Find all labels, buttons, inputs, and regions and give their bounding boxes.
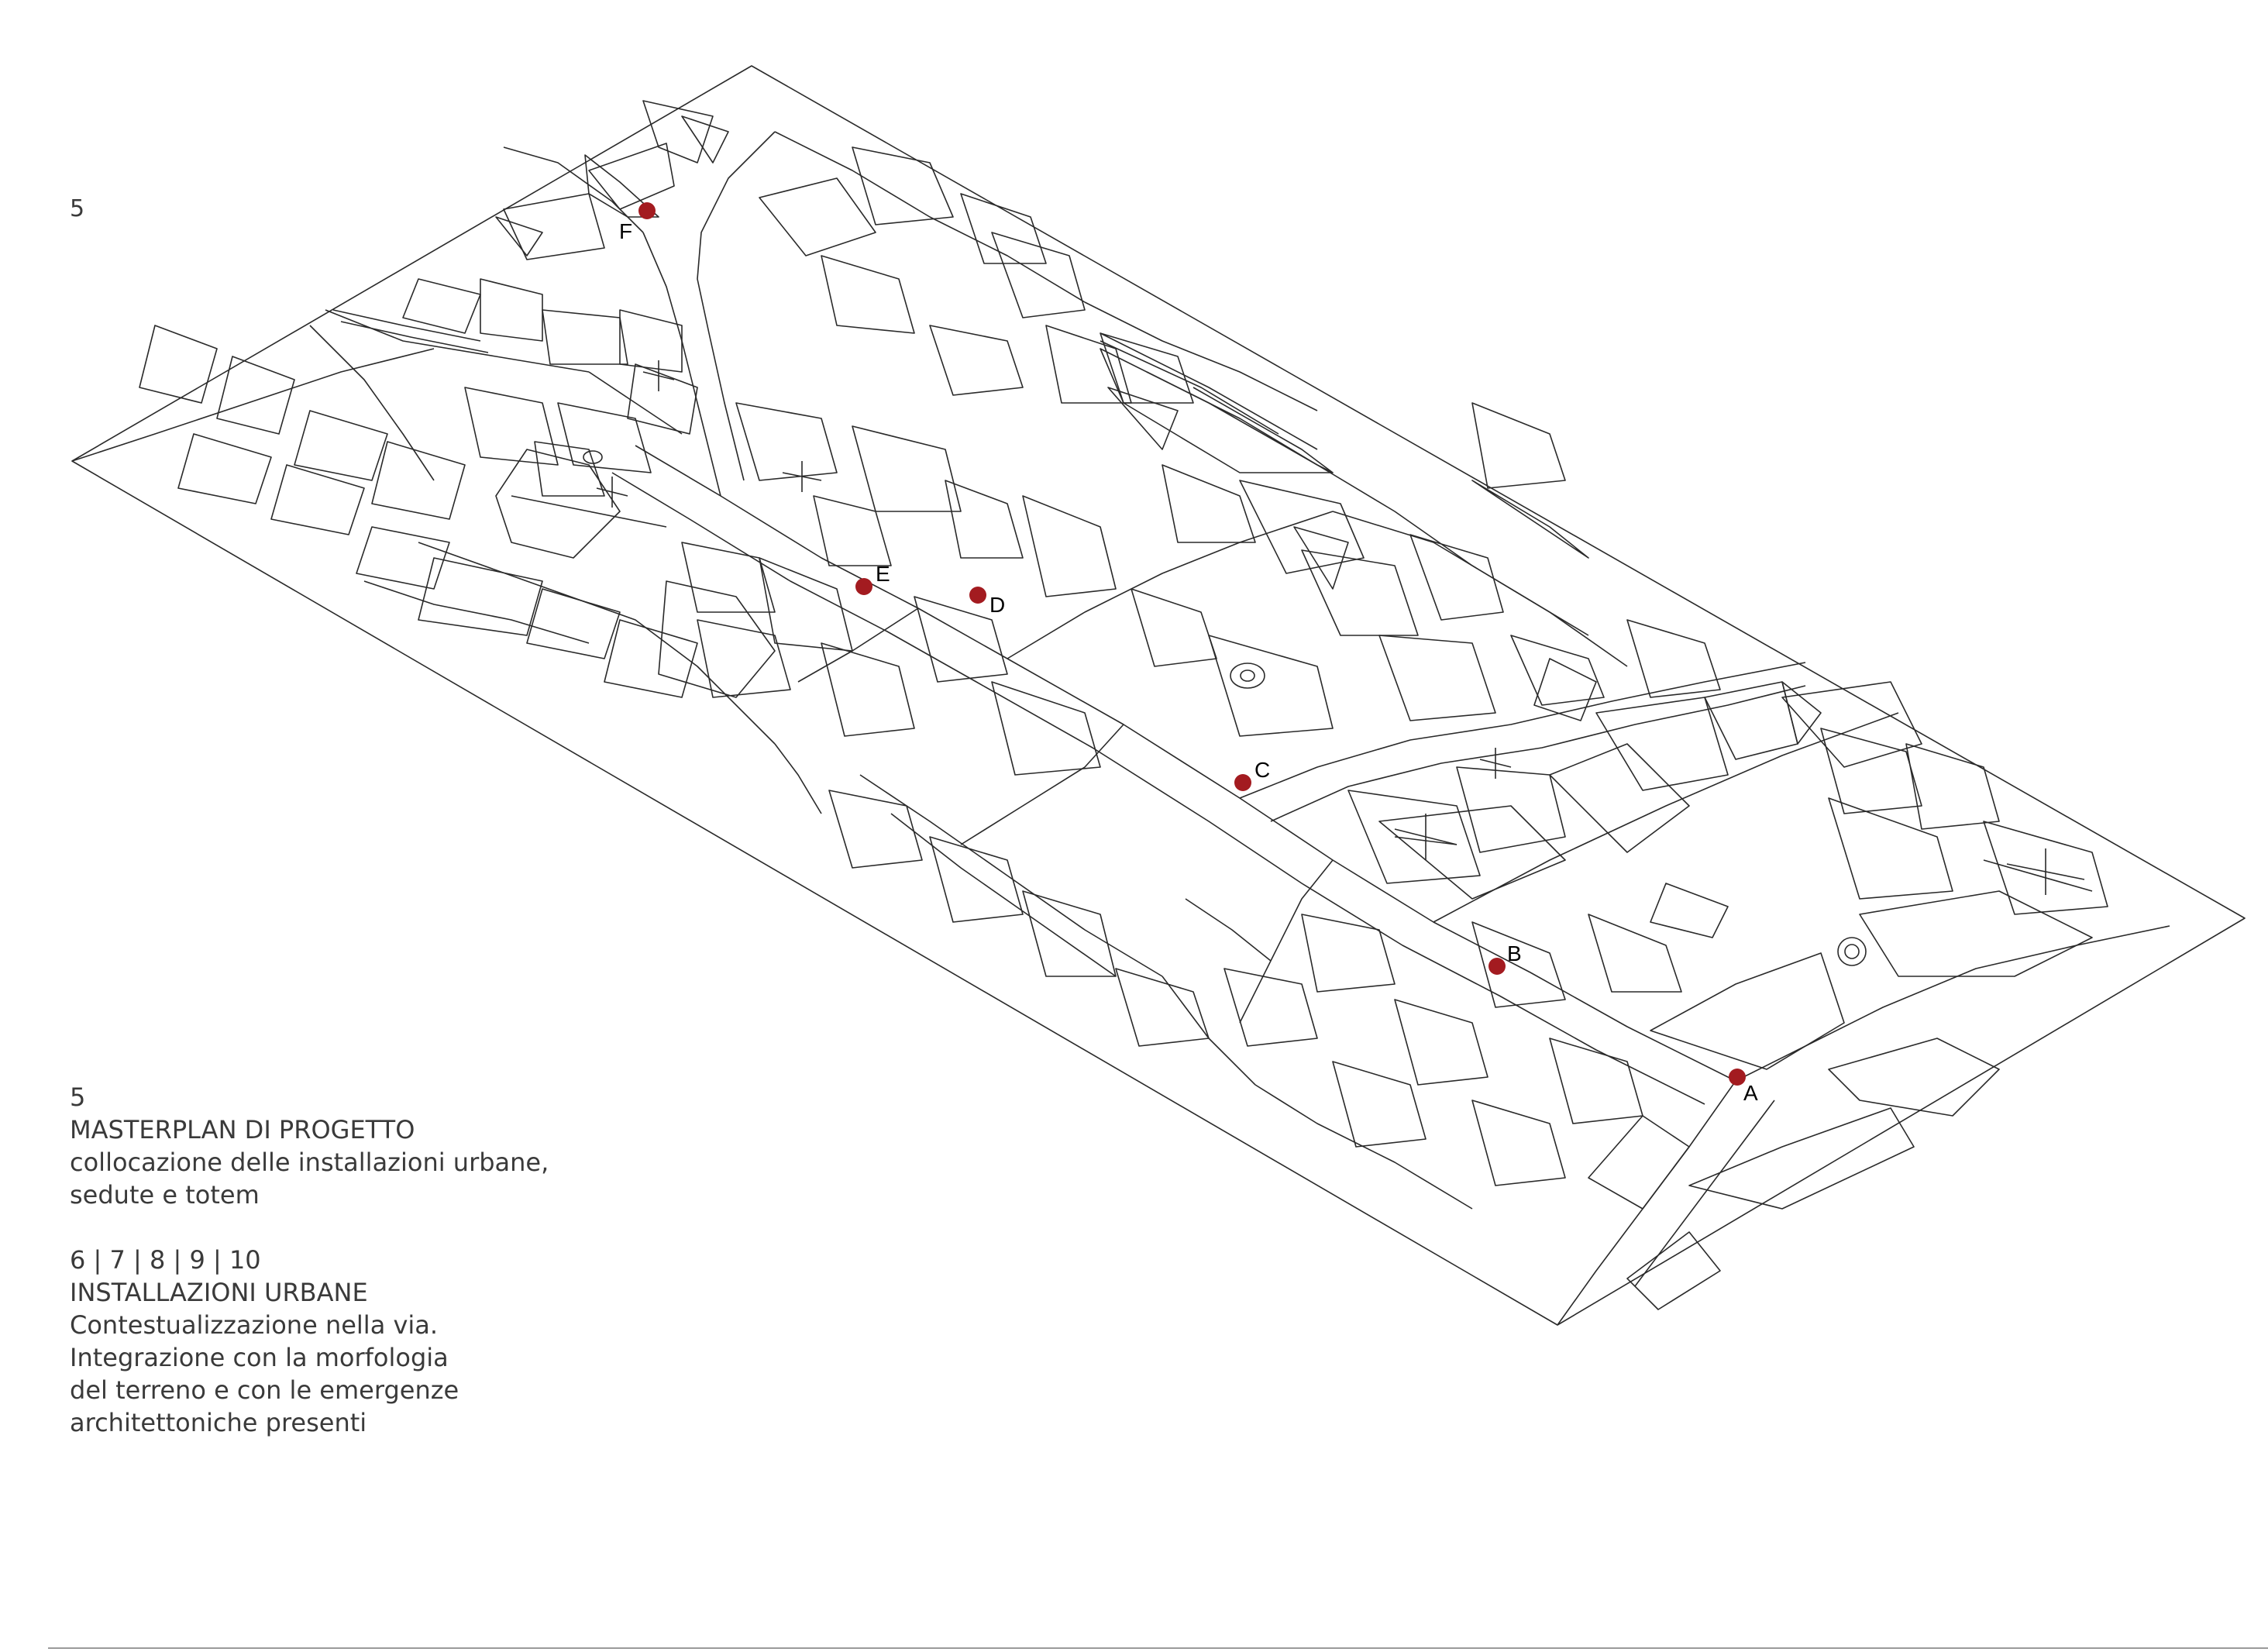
marker-label-b: B [1507,941,1522,965]
marker-c[interactable] [1234,774,1251,791]
marker-label-f: F [619,219,632,243]
installation-markers: F E D C B A [619,202,1758,1105]
marker-label-e: E [876,562,890,586]
marker-label-a: A [1743,1081,1758,1105]
marker-b[interactable] [1488,958,1506,975]
caption-second-line-4: architettoniche presenti [70,1408,367,1437]
caption-second-line-3: del terreno e con le emergenze [70,1375,459,1405]
caption-description-line-1: collocazione delle installazioni urbane, [70,1148,549,1177]
marker-e[interactable] [855,578,872,595]
bottom-divider [48,1647,2268,1649]
caption-second-line-2: Integrazione con la morfologia [70,1343,449,1372]
caption-title: MASTERPLAN DI PROGETTO [70,1115,415,1144]
marker-a[interactable] [1729,1069,1746,1086]
marker-f[interactable] [638,202,656,219]
page-number: 5 [70,195,85,222]
caption-second-title: INSTALLAZIONI URBANE [70,1278,368,1307]
figure-caption: 5 MASTERPLAN DI PROGETTO collocazione de… [70,1081,549,1439]
caption-description-line-2: sedute e totem [70,1180,260,1210]
marker-label-d: D [989,593,1005,617]
caption-figure-number: 5 [70,1082,86,1112]
marker-label-c: C [1254,758,1270,782]
caption-second-line-1: Contestualizzazione nella via. [70,1310,439,1340]
main-street [635,445,1736,1082]
marker-d[interactable] [969,587,986,604]
caption-second-numbers: 6 | 7 | 8 | 9 | 10 [70,1245,261,1275]
